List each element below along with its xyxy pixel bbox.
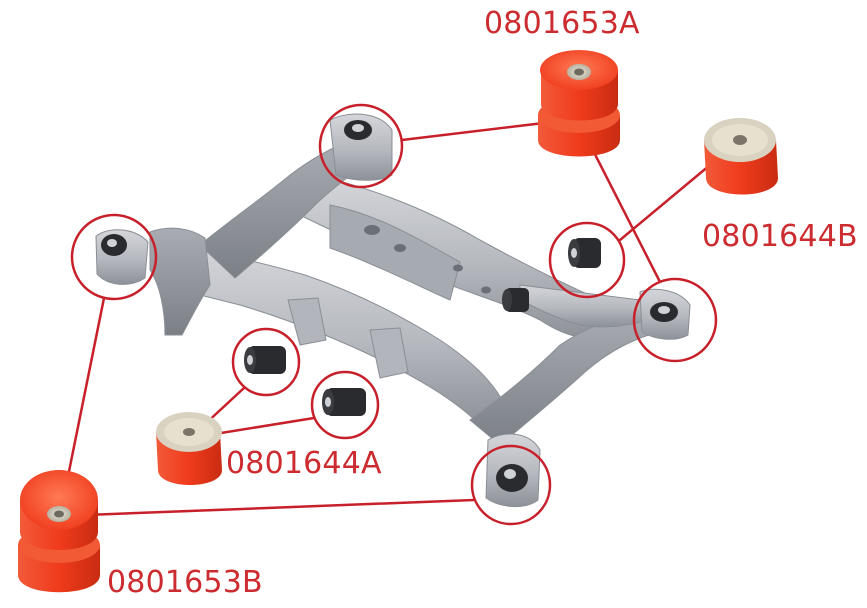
bushing-0801653A — [538, 50, 620, 157]
callout-circles — [70, 103, 718, 526]
oem-bushing-diff-rear — [568, 238, 601, 268]
bracket-tab-2 — [369, 327, 409, 379]
front-left-bracket — [149, 227, 211, 336]
part-label-0801653B: 0801653B — [107, 565, 263, 600]
part-label-0801644B: 0801644B — [702, 219, 858, 254]
bracket-tab-1 — [287, 297, 327, 346]
centre-plate — [329, 204, 461, 301]
callout-circle-diff-front-1 — [231, 327, 301, 397]
callout-circle-diff-front-2 — [310, 370, 380, 440]
callout-circle-diff-rear — [548, 221, 626, 299]
callout-circle-rear-right — [632, 277, 718, 363]
oem-bushings — [101, 120, 678, 492]
subframe — [95, 113, 691, 507]
callout-circle-rear-left — [318, 103, 404, 189]
part-label-0801644A: 0801644A — [226, 446, 382, 481]
part-label-0801653A: 0801653A — [484, 6, 640, 41]
callout-circle-front-left — [70, 213, 158, 301]
bushing-0801653B — [18, 470, 100, 593]
leader-0801653B-to-front-right — [58, 498, 476, 518]
oem-bushing-diff-front-2 — [322, 388, 366, 416]
oem-bushing-rear-mid — [502, 288, 529, 312]
callout-circle-front-right — [470, 444, 552, 526]
bushing-0801644A — [156, 412, 222, 485]
bushing-0801644B — [704, 118, 778, 195]
oem-bushing-diff-front-1 — [244, 346, 286, 374]
